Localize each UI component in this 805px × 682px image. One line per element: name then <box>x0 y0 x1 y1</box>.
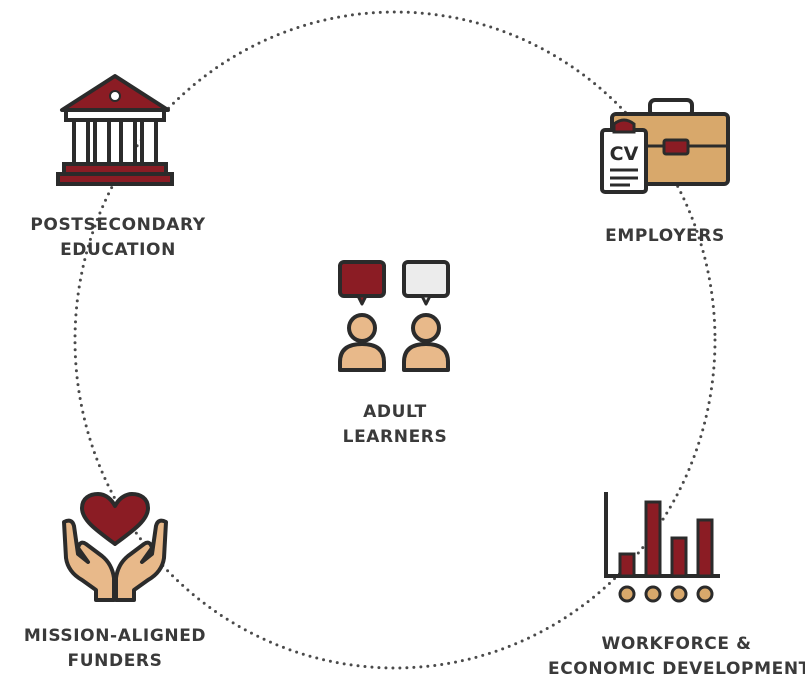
cv-briefcase-icon: CV <box>600 98 730 194</box>
postsecondary-line-1: POSTSECONDARY <box>30 215 206 235</box>
funders-line-2: FUNDERS <box>67 651 163 671</box>
employers-line-1: EMPLOYERS <box>605 226 725 246</box>
postsecondary-education-label: POSTSECONDARY EDUCATION <box>8 213 228 263</box>
workforce-line-1: WORKFORCE & <box>601 634 752 654</box>
institution-building-icon <box>56 74 174 186</box>
bar-chart-icon <box>604 492 720 603</box>
employers-label: EMPLOYERS <box>575 224 755 249</box>
svg-text:CV: CV <box>610 143 639 165</box>
postsecondary-line-2: EDUCATION <box>60 240 176 260</box>
adult-learners-line-2: LEARNERS <box>342 427 448 447</box>
heart-hands-icon <box>62 492 168 602</box>
adult-learners-line-1: ADULT <box>363 402 427 422</box>
workforce-line-2: ECONOMIC DEVELOPMENT <box>548 659 805 679</box>
mission-aligned-funders-label: MISSION-ALIGNED FUNDERS <box>0 624 230 674</box>
adult-learners-label: ADULT LEARNERS <box>320 400 470 450</box>
workforce-economic-development-label: WORKFORCE & ECONOMIC DEVELOPMENT <box>548 632 805 682</box>
funders-line-1: MISSION-ALIGNED <box>23 626 207 646</box>
learners-conversation-icon <box>338 260 450 372</box>
